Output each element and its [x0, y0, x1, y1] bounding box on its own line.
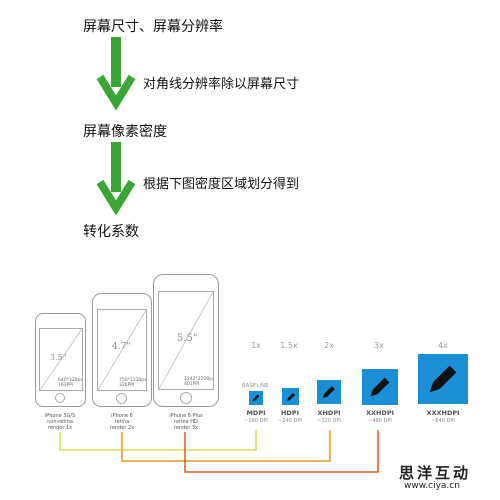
density-name: MDPI — [246, 409, 266, 417]
phone-diagonal-size: 4.7" — [112, 342, 131, 352]
pencil-icon-mdpi — [249, 391, 263, 405]
phone-caption: iPhone 3G/S non-retina render 1x — [44, 413, 76, 431]
connector-2x — [121, 430, 331, 462]
connector-1x — [59, 430, 257, 451]
home-button — [55, 393, 65, 403]
step-conversion-factor: 转化系数 — [83, 224, 139, 240]
connector-3x — [184, 430, 379, 473]
down-arrow-icon — [96, 37, 136, 111]
pencil-icon-xxxhdpi — [418, 354, 468, 404]
phone-screen: 4.7" 750*1334px 326PPI — [97, 309, 147, 391]
note-by-density-regions: 根据下图密度区域划分得到 — [143, 177, 300, 192]
phone-screen: 3.5" 640*320px 163PPI — [39, 328, 83, 391]
phone-caption: iPhone 6 Plus retina HD render 3x — [169, 413, 203, 431]
home-button — [180, 392, 192, 404]
density-dpi: ~640 DPI — [431, 418, 455, 424]
density-dpi: ~160 DPI — [244, 418, 268, 424]
phone-resolution: 750*1334px 326PPI — [119, 378, 147, 388]
baseline-label: BASELINE — [242, 383, 269, 389]
home-button — [116, 393, 127, 404]
density-dpi: ~320 DPI — [317, 418, 341, 424]
phone-iphone-6: 4.7" 750*1334px 326PPI — [92, 293, 152, 407]
note-diagonal-divided-by-size: 对角线分辨率除以屏幕尺寸 — [143, 77, 300, 92]
screen-diagonal-icon — [159, 292, 213, 389]
screen-diagonal-icon — [40, 329, 82, 390]
phone-iphone-6-plus: 5.5" 1242*2208px 401PPI — [153, 274, 219, 407]
down-arrow-icon — [96, 142, 136, 216]
density-multiplier: 1.5x — [280, 341, 298, 350]
density-name: XXHDPI — [365, 409, 395, 417]
density-name: XXXHDPI — [426, 409, 460, 417]
density-dpi: ~480 DPI — [368, 418, 392, 424]
watermark-site: www.ciya.cn — [404, 481, 460, 491]
phone-diagonal-size: 3.5" — [50, 353, 67, 362]
phone-caption: iPhone 6 retina render 2x — [109, 413, 135, 431]
density-name: HDPI — [280, 409, 300, 417]
phone-diagonal-size: 5.5" — [177, 333, 198, 344]
phone-resolution: 1242*2208px 401PPI — [184, 377, 214, 387]
density-multiplier: 3x — [374, 341, 384, 350]
screen-diagonal-icon — [98, 310, 146, 390]
pencil-icon-xhdpi — [317, 380, 341, 404]
density-name: XHDPI — [317, 409, 341, 417]
pencil-icon-hdpi — [282, 388, 299, 405]
step-pixel-density: 屏幕像素密度 — [83, 124, 167, 140]
step-screen-size-resolution: 屏幕尺寸、屏幕分辨率 — [83, 19, 223, 35]
phone-iphone-3gs: 3.5" 640*320px 163PPI — [35, 313, 86, 407]
watermark-brand: 思洋互动 — [399, 464, 472, 482]
phone-resolution: 640*320px 163PPI — [58, 378, 83, 388]
density-multiplier: 2x — [324, 341, 334, 350]
density-multiplier: 4x — [438, 341, 448, 350]
pencil-icon-xxhdpi — [362, 369, 398, 405]
density-dpi: ~240 DPI — [278, 418, 302, 424]
density-multiplier: 1x — [251, 341, 261, 350]
phone-screen: 5.5" 1242*2208px 401PPI — [158, 291, 214, 390]
